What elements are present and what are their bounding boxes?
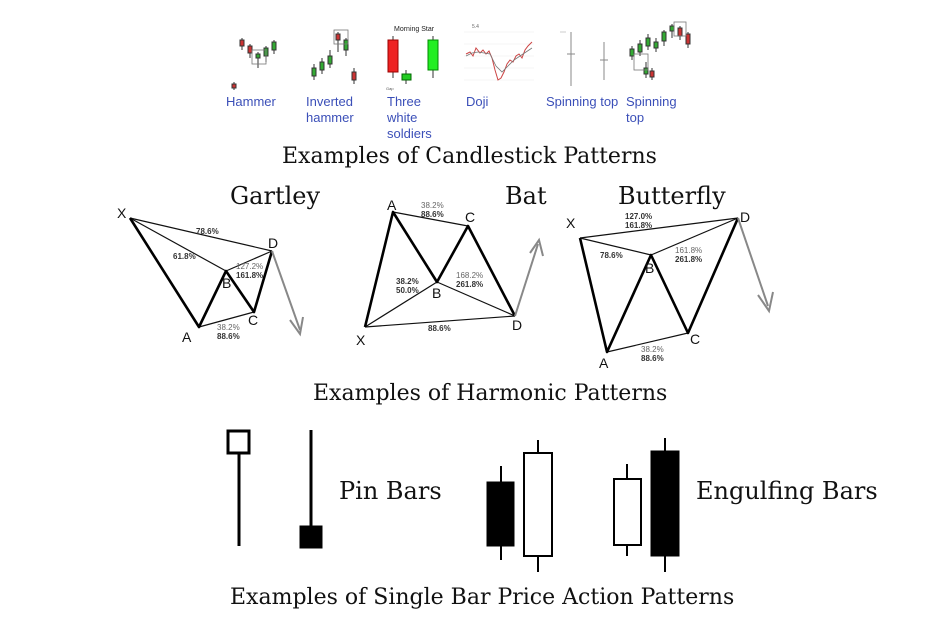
gartley-point-c: C — [248, 312, 258, 328]
butterfly-ratio-xb: 78.6% — [600, 251, 623, 260]
engulfing-pair-bullish — [486, 440, 553, 572]
gartley-ratio-bd-2: 161.8% — [236, 271, 263, 280]
pin-bar-bearish — [299, 430, 323, 549]
bat-ratio-ac-1: 38.2% — [421, 201, 444, 210]
butterfly-ratio-bd-1: 161.8% — [675, 246, 702, 255]
pin-bars-label: Pin Bars — [339, 477, 442, 505]
thumb-label-three-white-soldiers[interactable]: Doji — [466, 94, 489, 109]
gartley-ratio-xd: 78.6% — [196, 227, 219, 236]
gartley-ratio-ac-1: 38.2% — [217, 323, 240, 332]
butterfly-ratio-xd-1: 127.0% — [625, 212, 652, 221]
pin-bar-bullish — [226, 429, 251, 546]
gartley-point-x: X — [117, 205, 127, 221]
bat-ratio-ac-2: 88.6% — [421, 210, 444, 219]
engulfing-pair-bearish — [613, 438, 680, 572]
butterfly-point-b: B — [645, 260, 654, 276]
gartley-ratio-ac-2: 88.6% — [217, 332, 240, 341]
bat-ratio-bd-2: 261.8% — [456, 280, 483, 289]
svg-text:5.4: 5.4 — [472, 24, 479, 30]
bat-point-d: D — [512, 317, 522, 333]
bat-diagram: X A B C D 38.2% 88.6% 38.2% 50.0% 168.2%… — [356, 197, 544, 348]
candlestick-section-title: Examples of Candlestick Patterns — [282, 144, 657, 169]
bat-ratio-xb-2: 50.0% — [396, 286, 419, 295]
bat-point-a: A — [387, 197, 397, 213]
butterfly-point-c: C — [690, 331, 700, 347]
thumb-label-inverted-hammer[interactable]: Inverted hammer — [306, 94, 354, 125]
bat-point-b: B — [432, 285, 441, 301]
inverted-hammer-thumbnail[interactable] — [306, 24, 362, 94]
bat-point-x: X — [356, 332, 366, 348]
thumb-label-spinning-top[interactable]: Spinning top — [626, 94, 677, 125]
bat-title: Bat — [505, 182, 547, 210]
gartley-point-b: B — [222, 275, 231, 291]
single-bar-section-title: Examples of Single Bar Price Action Patt… — [230, 585, 735, 610]
harmonic-diagrams: X A B C D 78.6% 61.8% 127.2% 161.8% 38.2… — [117, 197, 774, 371]
butterfly-ratio-ac-2: 88.6% — [641, 354, 664, 363]
morning-star-thumbnail[interactable]: Morning Star Gap — [381, 22, 445, 94]
gartley-ratio-bd-1: 127.2% — [236, 262, 263, 271]
gartley-diagram: X A B C D 78.6% 61.8% 127.2% 161.8% 38.2… — [117, 205, 304, 345]
engulfing-bars-label: Engulfing Bars — [696, 477, 878, 505]
spinning-top-thumbnail[interactable] — [626, 20, 696, 94]
butterfly-diagram: X A B C D 127.0% 161.8% 78.6% 161.8% 261… — [566, 209, 774, 371]
thumb-label-morning-star[interactable]: Three white soldiers — [387, 94, 432, 141]
gartley-ratio-xb: 61.8% — [173, 252, 196, 261]
butterfly-title: Butterfly — [618, 182, 726, 210]
thumb-label-hammer[interactable]: Hammer — [226, 94, 276, 109]
harmonic-section-title: Examples of Harmonic Patterns — [313, 381, 668, 406]
gartley-point-a: A — [182, 329, 192, 345]
three-white-soldiers-thumbnail[interactable]: 5.4 — [464, 20, 534, 94]
thumb-label-doji[interactable]: Spinning top — [546, 94, 619, 109]
doji-thumbnail[interactable] — [556, 24, 616, 94]
butterfly-ratio-bd-2: 261.8% — [675, 255, 702, 264]
butterfly-point-d: D — [740, 209, 750, 225]
butterfly-ratio-xd-2: 161.8% — [625, 221, 652, 230]
morning-star-mini-title: Morning Star — [394, 26, 435, 33]
bat-ratio-xd: 88.6% — [428, 324, 451, 333]
bat-ratio-bd-1: 168.2% — [456, 271, 483, 280]
gartley-title: Gartley — [230, 182, 321, 210]
hammer-thumbnail[interactable] — [226, 24, 282, 94]
butterfly-ratio-ac-1: 38.2% — [641, 345, 664, 354]
bat-ratio-xb-1: 38.2% — [396, 277, 419, 286]
gartley-point-d: D — [268, 235, 278, 251]
svg-text:Gap: Gap — [386, 86, 394, 91]
single-bar-diagrams — [226, 429, 680, 572]
butterfly-point-x: X — [566, 215, 576, 231]
butterfly-point-a: A — [599, 355, 609, 371]
bat-point-c: C — [465, 209, 475, 225]
